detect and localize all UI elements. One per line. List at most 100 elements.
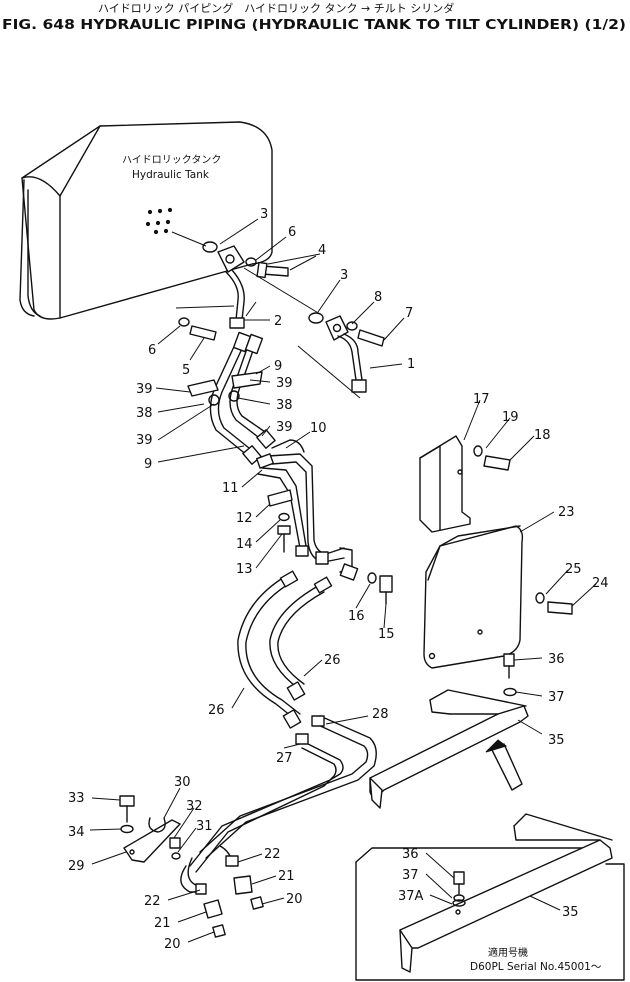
- callout-37A: 37A: [398, 889, 424, 904]
- callout-34: 34: [68, 825, 85, 840]
- inset-box: 適用号機 D60PL Serial No.45001～: [355, 813, 625, 981]
- callout-8: 8: [374, 290, 382, 305]
- callout-4: 4: [318, 243, 326, 258]
- pipe-1: [337, 335, 357, 381]
- bolt: [357, 329, 385, 347]
- callout-15: 15: [378, 627, 395, 642]
- o-ring: [202, 241, 218, 253]
- callout-19: 19: [502, 410, 519, 425]
- hydraulic-tank: ハイドロリックタンク Hydraulic Tank: [19, 121, 273, 320]
- split-flange: [325, 315, 349, 341]
- callout-38: 38: [136, 406, 153, 421]
- figure-title: FIG. 648 HYDRAULIC PIPING (HYDRAULIC TAN…: [2, 17, 626, 33]
- callout-2: 2: [274, 314, 282, 329]
- callout-28: 28: [372, 707, 389, 722]
- washer-25: [535, 592, 545, 604]
- callout-20: 20: [164, 937, 181, 952]
- callout-6: 6: [288, 225, 296, 240]
- bolt-33: [119, 795, 135, 807]
- pipe-2: [225, 271, 239, 321]
- callout-21: 21: [154, 916, 171, 931]
- bolt-32: [169, 837, 181, 849]
- callout-10: 10: [310, 421, 327, 436]
- bolt-18: [483, 455, 511, 471]
- pipe-28: [199, 723, 369, 853]
- bolt-24: [547, 601, 573, 615]
- guard-17: [419, 435, 471, 533]
- pipe-27: [189, 739, 344, 867]
- washer-34: [120, 824, 134, 834]
- tank-label: Hydraulic Tank: [132, 169, 210, 181]
- clamp-12: [267, 489, 293, 507]
- callout-24: 24: [592, 576, 609, 591]
- callout-12: 12: [236, 511, 253, 526]
- bolt: [189, 325, 217, 341]
- callout-29: 29: [68, 859, 85, 874]
- callout-37: 37: [402, 868, 419, 883]
- callout-23: 23: [558, 505, 575, 520]
- callout-9: 9: [144, 457, 152, 472]
- callout-22: 22: [264, 847, 281, 862]
- washer-16: [367, 572, 377, 584]
- pipe-1-fitting: [351, 379, 367, 393]
- bolt-13-head: [277, 525, 291, 535]
- japanese-title: ハイドロリック パイピング ハイドロリック タンク → チルト シリンダ: [98, 1, 454, 15]
- washer-14: [278, 512, 290, 522]
- callout-39: 39: [276, 376, 293, 391]
- callout-16: 16: [348, 609, 365, 624]
- callout-36: 36: [402, 847, 419, 862]
- hose-26a: [237, 575, 297, 721]
- pipe-11: [261, 467, 307, 547]
- callout-14: 14: [236, 537, 253, 552]
- callout-27: 27: [276, 751, 293, 766]
- leader-lines: [89, 218, 597, 943]
- bolt-15: [379, 575, 393, 593]
- bolt-36-inset: [453, 871, 465, 885]
- bracket-35: [369, 689, 529, 809]
- o-ring: [308, 312, 324, 324]
- callout-36: 36: [548, 652, 565, 667]
- callout-18: 18: [534, 428, 551, 443]
- clip-30: [148, 817, 166, 833]
- callout-39: 39: [276, 420, 293, 435]
- callout-22: 22: [144, 894, 161, 909]
- hoses-9: [209, 331, 276, 465]
- callout-35: 35: [548, 733, 565, 748]
- callout-3: 3: [340, 268, 348, 283]
- callout-11: 11: [222, 481, 239, 496]
- lower-fittings: [180, 845, 264, 938]
- tank-japanese-label: ハイドロリックタンク: [122, 154, 221, 166]
- callout-26: 26: [324, 653, 341, 668]
- cover-23: [423, 525, 524, 669]
- callout-9: 9: [274, 359, 282, 374]
- pipe-2-fitting: [229, 317, 245, 329]
- callout-6: 6: [148, 343, 156, 358]
- inset-serial-note: D60PL Serial No.45001～: [470, 961, 602, 973]
- callout-39: 39: [136, 382, 153, 397]
- callout-31: 31: [196, 819, 213, 834]
- washer-31: [171, 852, 181, 860]
- hose-clamps: [187, 371, 263, 406]
- callout-numbers: 3 6 4 3 8 7 2 1 6 5 9 39 39 38 38 39 39 …: [68, 207, 609, 952]
- callout-39: 39: [136, 433, 153, 448]
- direction-arrow: [491, 743, 523, 791]
- callout-35: 35: [562, 905, 579, 920]
- split-flange: [217, 245, 245, 273]
- hose-26b: [269, 585, 319, 689]
- callout-30: 30: [174, 775, 191, 790]
- callout-26: 26: [208, 703, 225, 718]
- callout-17: 17: [473, 392, 490, 407]
- bracket-29: [123, 819, 181, 863]
- callout-21: 21: [278, 869, 295, 884]
- callout-38: 38: [276, 398, 293, 413]
- callout-13: 13: [236, 562, 253, 577]
- callout-32: 32: [186, 799, 203, 814]
- callout-1: 1: [407, 357, 415, 372]
- callout-25: 25: [565, 562, 582, 577]
- callout-3: 3: [260, 207, 268, 222]
- callout-20: 20: [286, 892, 303, 907]
- bolt-36: [503, 653, 515, 667]
- callout-7: 7: [405, 306, 413, 321]
